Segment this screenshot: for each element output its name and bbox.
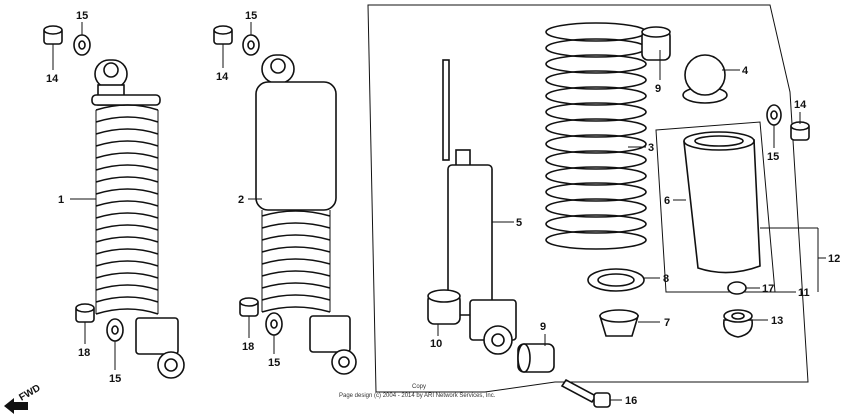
callout-15-right: 15 [767,151,779,163]
exploded-group-outline [367,4,809,393]
callout-15-shock1-bottom: 15 [109,373,121,385]
callout-15-shock2-bottom: 15 [268,357,280,369]
callout-18-shock2: 18 [242,341,254,353]
callout-5: 5 [516,217,522,229]
bolt-16 [560,378,611,408]
cap-4 [682,54,728,104]
shock-absorber-1 [91,59,185,379]
nut-18-shock2 [239,297,259,317]
callout-14-shock1: 14 [46,73,59,85]
nut-17 [727,281,747,295]
spring-adjuster-7 [598,309,640,337]
damper-cover-6 [683,131,761,274]
callout-7: 7 [664,317,670,329]
callout-15-shock1-top: 15 [76,10,88,22]
copyright-line-2: Page design (c) 2004 - 2014 by ARI Netwo… [339,393,496,399]
callout-4: 4 [742,65,749,77]
spring-3 [545,22,647,250]
callout-13: 13 [771,315,783,327]
fwd-label: FWD [17,383,42,404]
callout-6: 6 [664,195,670,207]
washer-15-right [766,104,782,126]
bush-9-bottom [517,343,555,373]
callout-2: 2 [238,194,244,206]
callout-15-shock2-top: 15 [245,10,257,22]
callout-12: 12 [828,253,840,265]
nut-18-shock1 [75,303,95,323]
nut-14-shock1 [43,25,63,45]
callout-9-bottom: 9 [540,321,546,333]
spring-seat-8 [587,268,645,292]
damper-unit-5 [442,59,517,355]
callout-16: 16 [625,395,637,407]
callout-14-right: 14 [794,99,807,111]
shock-absorber-2 [255,54,357,375]
callout-18-shock1: 18 [78,347,90,359]
collar-13 [722,309,754,338]
callout-3: 3 [648,142,654,154]
nut-14-shock2 [213,25,233,45]
copyright-line-1: Copy [412,384,426,390]
washer-15-shock2 [242,34,260,56]
nut-14-right [790,121,810,141]
callout-11: 11 [798,287,810,299]
leader-lines [52,22,826,401]
washer-15-shock2-bottom [265,312,283,336]
callout-8: 8 [663,273,669,285]
washer-15-shock1 [73,34,91,56]
callout-9-top: 9 [655,83,661,95]
callout-10: 10 [430,338,442,350]
callout-1: 1 [58,194,64,206]
forward-direction-arrow: FWD [4,383,43,414]
callout-14-shock2: 14 [216,71,229,83]
bush-10 [427,289,461,325]
arrow-left-icon [4,398,28,414]
washer-15-shock1-bottom [106,318,124,342]
bush-9-top [641,26,671,61]
callout-17: 17 [762,283,774,295]
